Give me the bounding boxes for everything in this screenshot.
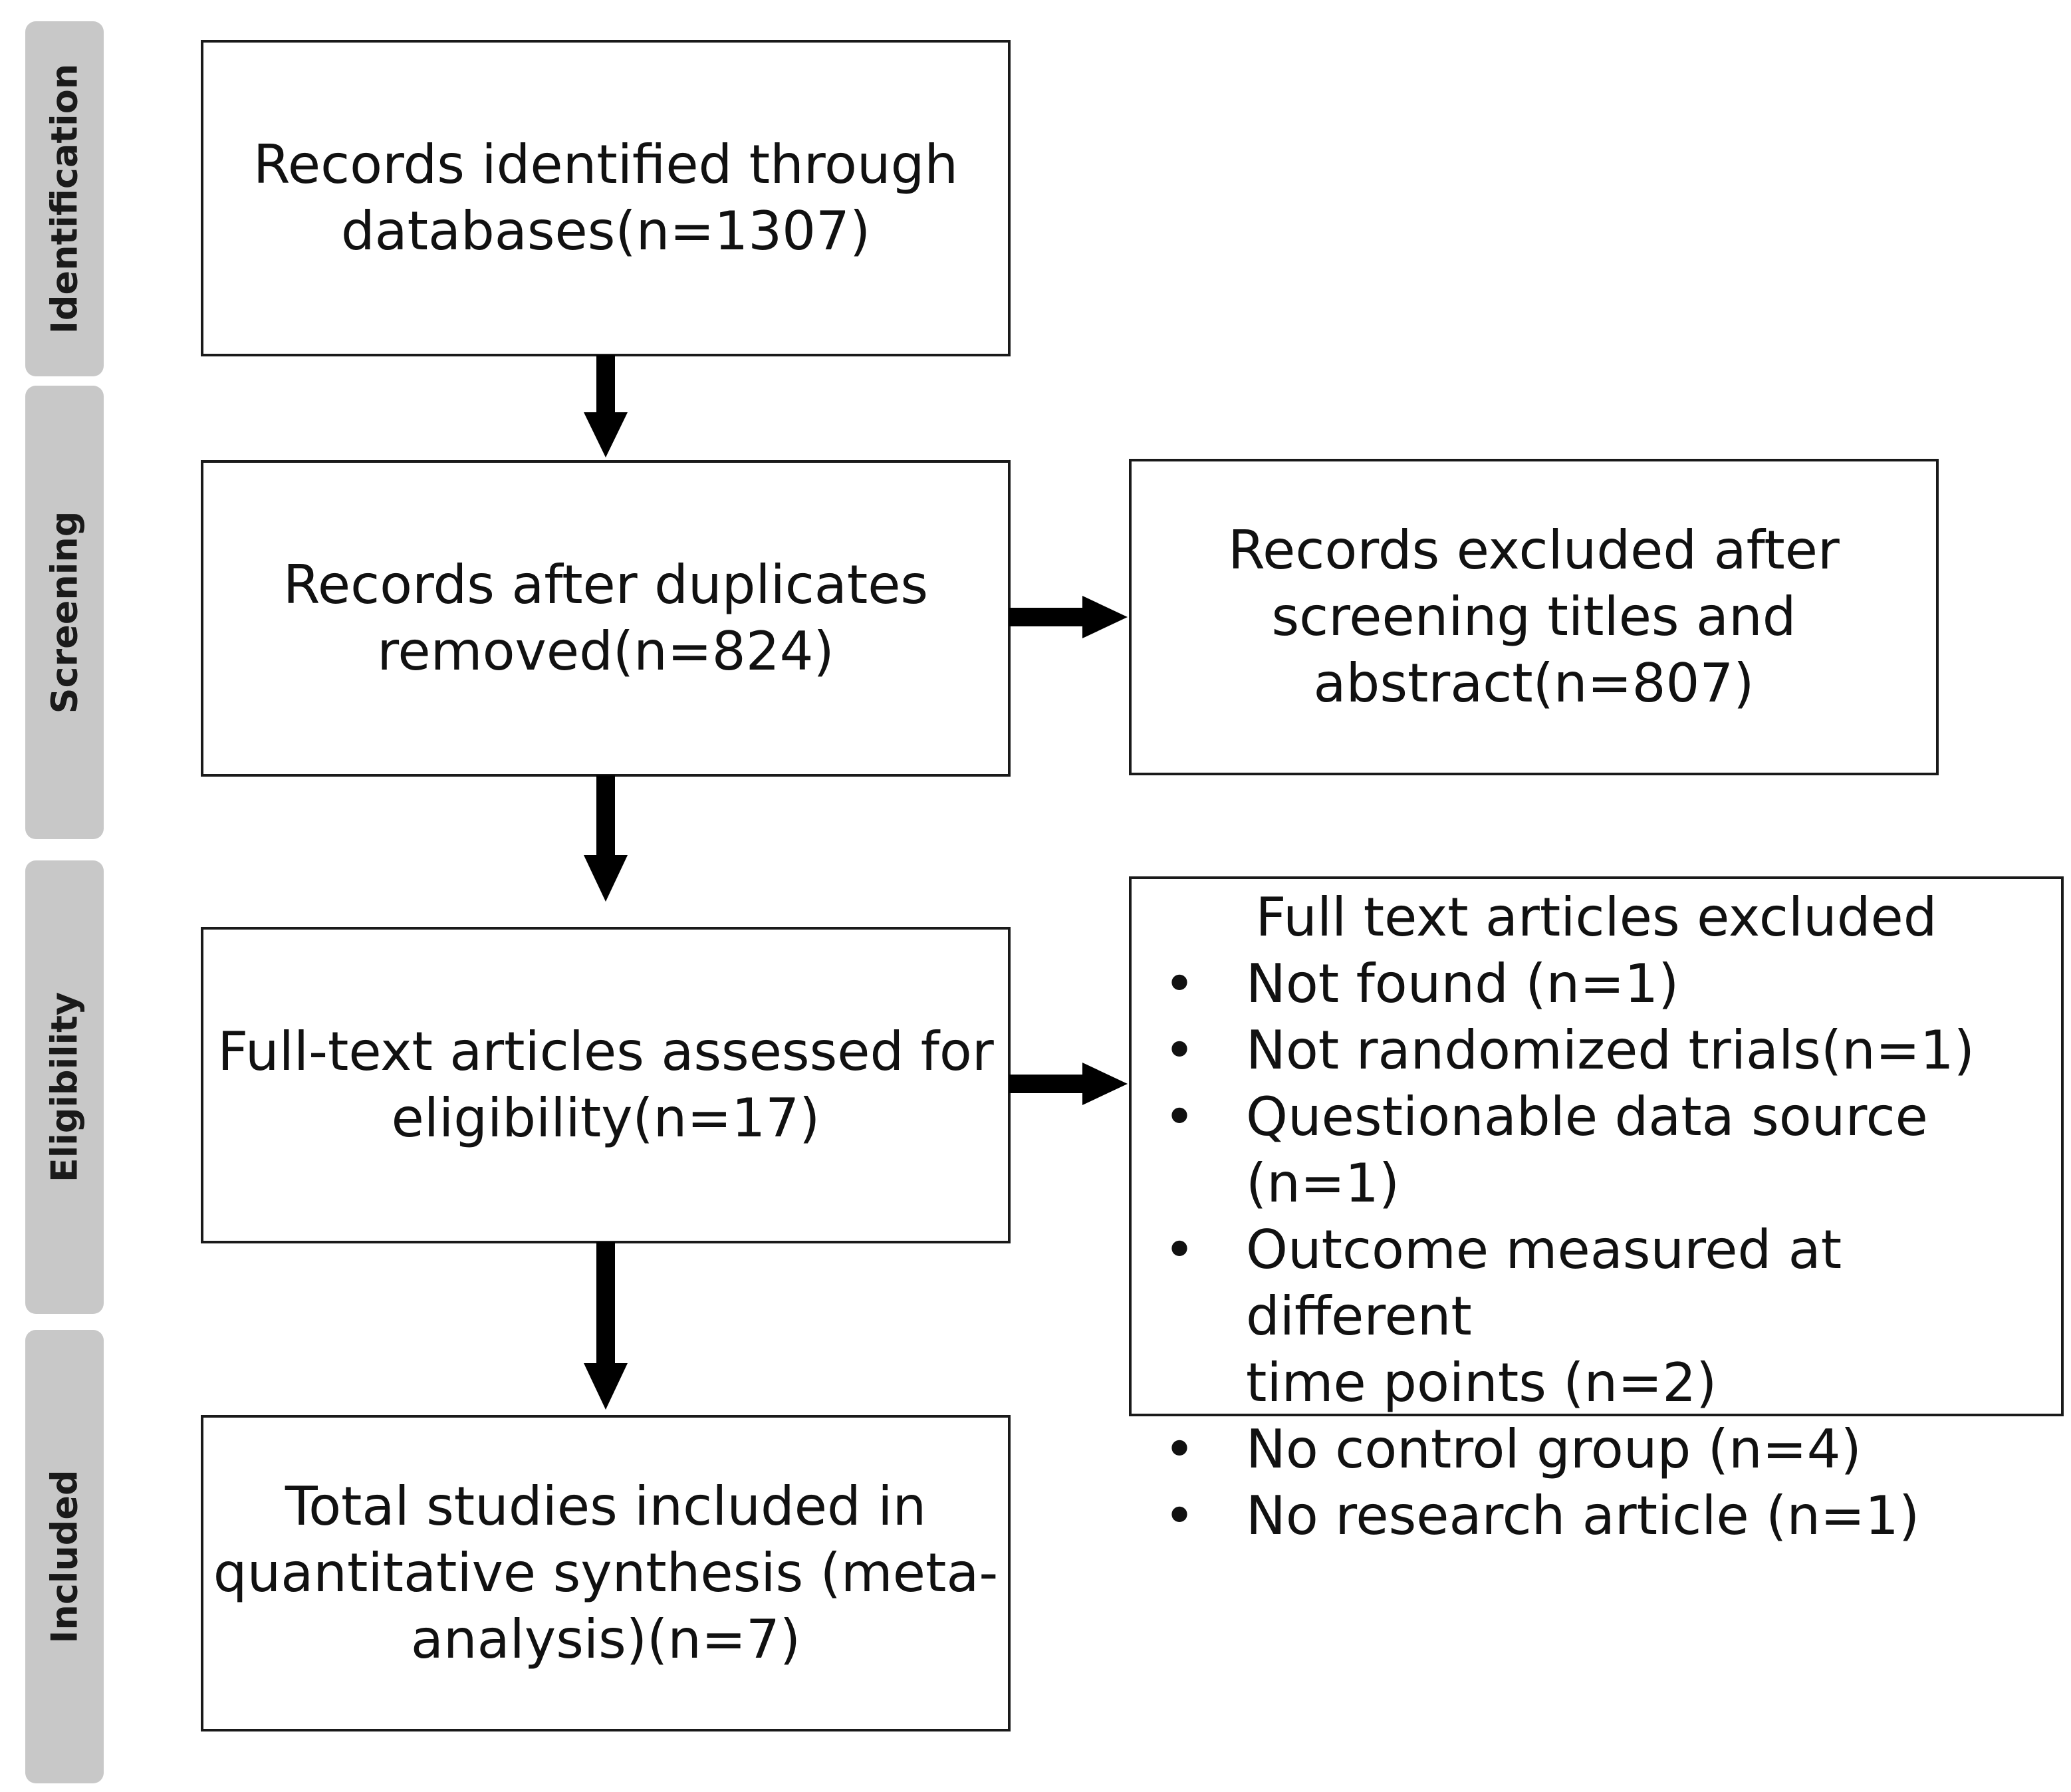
item-line: Questionable data source (n=1) [1246,1086,1928,1214]
excluded-title: Full text articles excluded [1255,886,1937,948]
text-line: Records excluded after [1228,519,1840,581]
excluded-screening-box: Records excluded after screening titles … [1129,459,1939,775]
text-line: analysis)(n=7) [410,1608,801,1670]
arrow-right-icon [1009,596,1128,638]
item-line: No control group (n=4) [1246,1418,1862,1480]
stage-included: Included [25,1330,104,1783]
box-text: Records excluded after screening titles … [1228,517,1840,717]
identified-box: Records identified through databases(n=1… [201,40,1011,356]
exclusion-item: • No research article (n=1) [1145,1483,2048,1549]
stage-identification: Identification [25,21,104,376]
text-line: databases(n=1307) [340,200,871,262]
box-text: Total studies included in quantitative s… [213,1473,998,1673]
bullet-icon: • [1163,1418,1195,1480]
box-text: Records after duplicates removed(n=824) [283,552,928,685]
bullet-icon: • [1163,953,1195,1015]
bullet-icon: • [1163,1485,1195,1547]
exclusion-list: • Not found (n=1) • Not randomized trial… [1145,951,2048,1549]
bullet-icon: • [1163,1086,1195,1148]
text-line: eligibility(n=17) [391,1087,820,1149]
full-text-assessed-box: Full-text articles assessed for eligibil… [201,927,1011,1243]
stage-eligibility: Eligibility [25,860,104,1314]
text-line: Records after duplicates [283,554,929,616]
exclusion-item: • No control group (n=4) [1145,1416,2048,1483]
arrow-down-icon [584,775,628,902]
item-line: time points (n=2) [1246,1352,1717,1414]
text-line: removed(n=824) [377,620,834,682]
bullet-icon: • [1163,1219,1195,1281]
item-line: No research article (n=1) [1246,1485,1920,1547]
arrow-down-icon [584,1242,628,1410]
text-line: Total studies included in [285,1475,927,1537]
after-duplicates-box: Records after duplicates removed(n=824) [201,460,1011,777]
text-line: Records identified through [253,134,959,195]
text-line: quantitative synthesis (meta- [213,1542,999,1604]
bullet-icon: • [1163,1019,1195,1081]
arrow-down-icon [584,355,628,457]
exclusion-item: • Questionable data source (n=1) [1145,1084,2048,1217]
box-text: Records identified through databases(n=1… [253,132,958,265]
included-studies-box: Total studies included in quantitative s… [201,1415,1011,1731]
stage-screening: Screening [25,386,104,839]
text-line: screening titles and [1271,586,1796,648]
item-line: Not randomized trials(n=1) [1246,1019,1975,1081]
box-text: Full-text articles assessed for eligibil… [217,1019,993,1152]
exclusion-item: • Not randomized trials(n=1) [1145,1017,2048,1084]
text-line: abstract(n=807) [1313,652,1755,714]
text-line: Full-text articles assessed for [217,1021,994,1083]
exclusion-item: • Outcome measured at different time poi… [1145,1217,2048,1416]
arrow-right-icon [1009,1063,1128,1105]
item-line: Not found (n=1) [1246,953,1679,1015]
full-text-excluded-box: Full text articles excluded • Not found … [1129,876,2064,1547]
item-line: Outcome measured at different [1246,1219,1842,1347]
exclusion-item: • Not found (n=1) [1145,951,2048,1017]
